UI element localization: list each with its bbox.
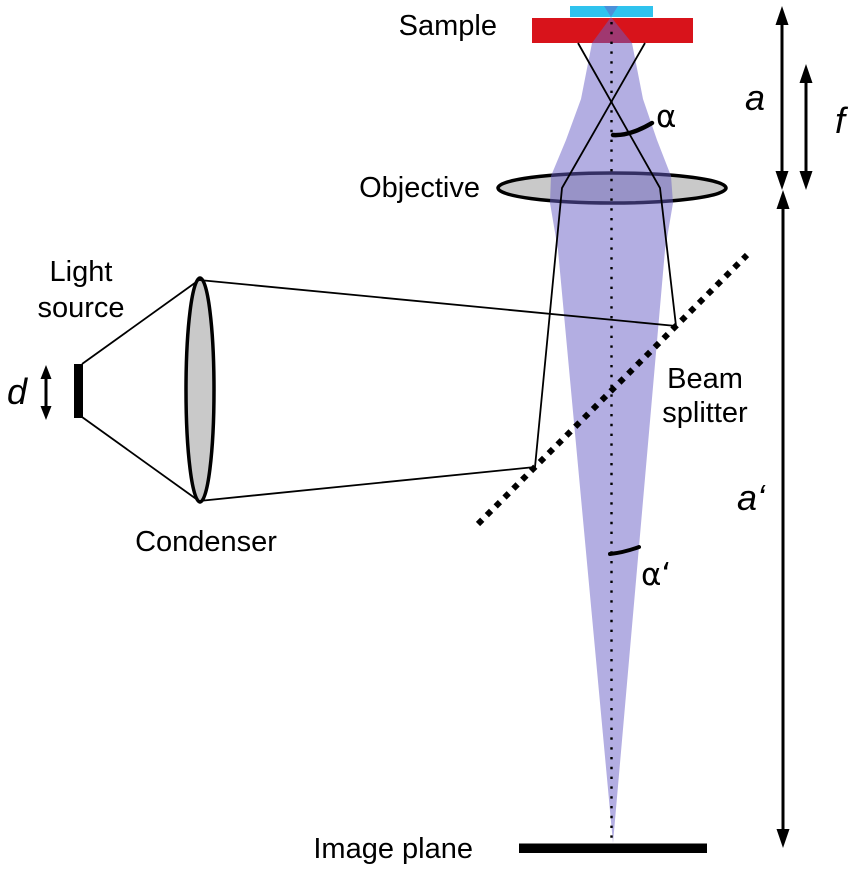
objective-label: Objective: [359, 172, 480, 204]
sample-label: Sample: [399, 10, 497, 42]
beam-splitter-label-line1: Beam: [667, 363, 743, 395]
alpha-angle-arc: [610, 120, 655, 138]
a-prime-dimension-label: a‘: [737, 477, 766, 518]
image-plane-label: Image plane: [313, 833, 473, 865]
alpha-angle-label: α: [656, 99, 676, 135]
beam-splitter-label-line2: splitter: [662, 397, 748, 429]
f-dimension-arrow: [799, 64, 813, 190]
a-prime-dimension-arrow: [776, 190, 790, 848]
d-dimension-label: d: [7, 371, 28, 412]
d-dimension-arrow: [40, 365, 52, 420]
light-source-bar: [74, 364, 83, 418]
alpha-prime-angle-label: α‘: [641, 557, 671, 593]
f-dimension-label: f: [835, 100, 849, 141]
beam-apex-cone: [604, 6, 618, 17]
a-dimension-label: a: [745, 77, 765, 118]
imaging-beam-cone: [550, 17, 673, 843]
light-source-label-line1: Light: [50, 256, 113, 288]
image-plane-bar: [519, 843, 707, 853]
beam-splitter-line: [475, 252, 750, 527]
alpha-prime-angle-arc: [608, 545, 641, 556]
condenser-lens: [184, 276, 216, 504]
light-source-label-line2: source: [37, 292, 124, 324]
a-dimension-arrow: [775, 6, 789, 190]
condenser-label: Condenser: [135, 526, 277, 558]
